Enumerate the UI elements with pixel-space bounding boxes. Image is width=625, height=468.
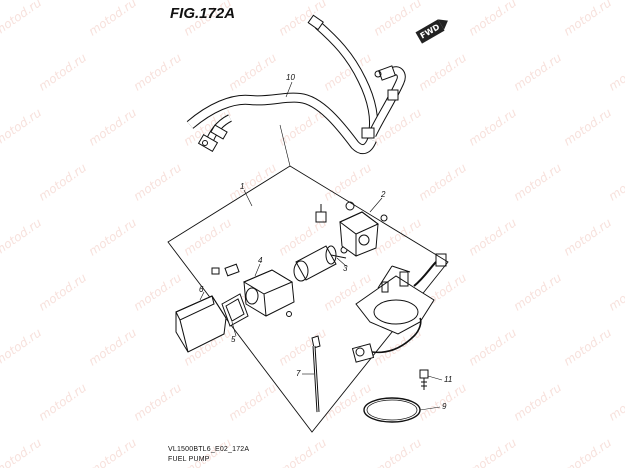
fuel-hose-assembly: [186, 14, 406, 155]
callout-3: 3: [343, 264, 348, 273]
callout-6: 6: [199, 285, 204, 294]
assembly-outline: [167, 165, 449, 433]
callout-10: 10: [286, 73, 295, 82]
bolt: [419, 369, 429, 390]
leader-lines: [199, 81, 443, 411]
pump-cylinder: [293, 245, 348, 282]
drawing-code: VL1500BTL6_E02_172A: [168, 446, 250, 453]
callout-5: 5: [231, 335, 236, 344]
callout-4: 4: [258, 256, 263, 265]
fuel-pump-body: [211, 263, 295, 317]
o-ring: [363, 397, 421, 423]
callout-11: 11: [444, 375, 453, 384]
mounting-plate: [355, 253, 447, 335]
cable-tie: [311, 335, 321, 413]
sender-wire: [351, 317, 422, 363]
callout-1: 1: [240, 182, 245, 191]
callout-9: 9: [442, 402, 447, 411]
figure-title: FIG.172A: [170, 5, 236, 22]
callout-7: 7: [296, 369, 301, 378]
gasket: [221, 293, 249, 327]
pump-cover: [175, 295, 227, 353]
pressure-regulator: [315, 201, 388, 257]
drawing-caption: FUEL PUMP: [168, 456, 210, 463]
callout-2: 2: [381, 190, 386, 199]
